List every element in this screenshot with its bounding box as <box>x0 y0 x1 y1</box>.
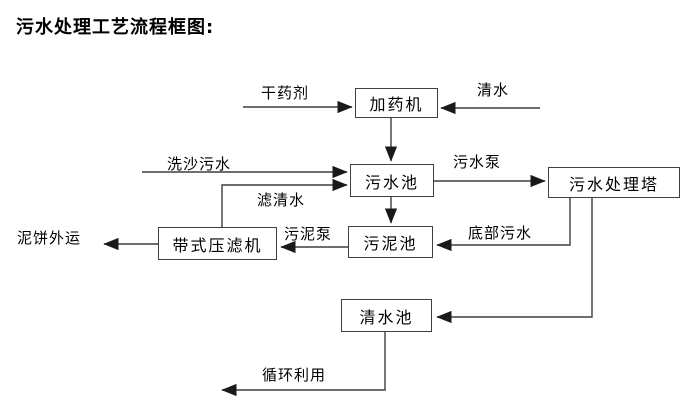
edge-label-bottom-sewage: 底部污水 <box>468 224 533 242</box>
edge-filtered-water-arrow <box>221 178 348 227</box>
node-sewage-pool: 污水池 <box>350 164 434 197</box>
edge-bottom-sewage-arrow <box>436 198 571 252</box>
edge-label-filtered-water: 滤清水 <box>257 191 306 209</box>
edge-label-recycling: 循环利用 <box>262 366 327 384</box>
node-clean-water-pool: 清水池 <box>341 299 432 332</box>
page-title: 污水处理工艺流程框图: <box>16 17 215 38</box>
edge-label-mud-cake: 泥饼外运 <box>17 229 82 247</box>
edge-label-sewage-pump: 污水泵 <box>453 153 502 171</box>
edge-recycle-arrow <box>221 331 386 397</box>
edge-label-clean-water: 清水 <box>477 81 510 99</box>
node-belt-filter-press: 带式压滤机 <box>158 227 277 260</box>
node-dosing-machine: 加药机 <box>355 88 438 118</box>
node-sludge-pool: 污泥池 <box>348 226 433 258</box>
edge-label-sand-washing: 洗沙污水 <box>167 155 232 173</box>
edge-tower-to-clean-arrow <box>436 198 593 324</box>
edge-label-sludge-pump: 污泥泵 <box>284 225 333 243</box>
node-treatment-tower: 污水处理塔 <box>548 167 680 198</box>
edge-label-dry-agent: 干药剂 <box>261 84 310 102</box>
